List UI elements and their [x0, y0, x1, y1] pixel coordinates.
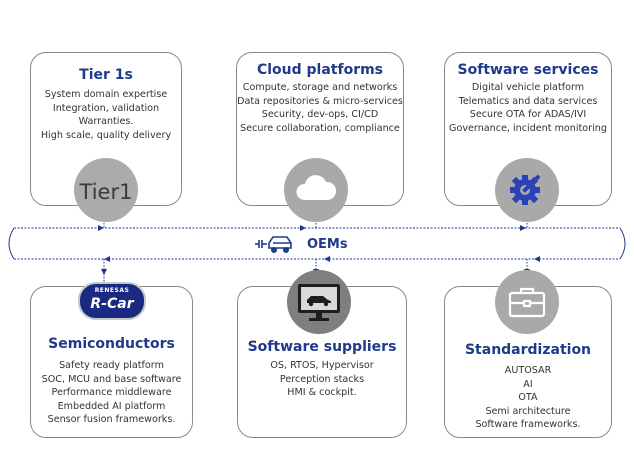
briefcase-icon: [508, 287, 546, 318]
card-lines: Digital vehicle platform Telematics and …: [445, 81, 611, 135]
card-line: HMI & cockpit.: [287, 387, 357, 399]
logo-text-bottom: R-Car: [90, 296, 134, 312]
card-line: Secure collaboration, compliance: [240, 122, 400, 134]
card-line: OS, RTOS, Hypervisor: [270, 360, 374, 371]
card-line: Data repositories & micro-services: [237, 95, 403, 107]
oem-center: OEMs: [255, 233, 348, 255]
briefcase-icon-disc: [495, 270, 559, 334]
gear-wrench-icon: [510, 174, 541, 205]
card-title: Semiconductors: [48, 336, 175, 352]
monitor-car-icon: [298, 284, 340, 321]
card-line: Perception stacks: [279, 373, 365, 385]
gear-wrench-icon-disc: [495, 158, 559, 222]
card-lines: System domain expertise Integration, val…: [31, 88, 181, 142]
card-line: System domain expertise: [44, 89, 168, 100]
card-line: Governance, incident monitoring: [449, 122, 607, 134]
card-line: Software frameworks.: [475, 419, 581, 431]
electric-car-plug-icon: [255, 236, 292, 254]
card-title: Cloud platforms: [256, 62, 384, 78]
card-line: AI: [523, 378, 533, 390]
card-title: Standardization: [464, 342, 592, 358]
card-line: Compute, storage and networks: [242, 82, 398, 93]
renesas-rcar-logo: RENESAS R-Car: [78, 282, 146, 320]
card-line: Embedded AI platform: [57, 400, 166, 412]
card-line: OTA: [518, 392, 538, 404]
card-title: Software services: [457, 62, 599, 78]
card-line: Safety ready platform: [59, 360, 164, 371]
card-software-suppliers: Software suppliers OS, RTOS, Hypervisor …: [237, 286, 407, 438]
card-title: Software suppliers: [247, 339, 397, 355]
card-tier1: Tier 1s System domain expertise Integrat…: [30, 52, 182, 206]
cloud-icon: [296, 175, 337, 200]
card-line: Sensor fusion frameworks.: [47, 414, 176, 426]
tier1-logo-icon: Tier1: [74, 158, 138, 222]
card-line: Warranties.: [78, 116, 134, 128]
card-lines: Compute, storage and networks Data repos…: [237, 81, 403, 135]
tier1-logo-text: Tier1: [79, 180, 133, 204]
card-line: Semi architecture: [485, 405, 571, 417]
card-line: High scale, quality delivery: [40, 129, 172, 141]
card-line: SOC, MCU and base software: [41, 373, 182, 385]
card-line: Integration, validation: [52, 102, 160, 114]
card-semiconductors: Semiconductors Safety ready platform SOC…: [30, 286, 193, 438]
cloud-icon-disc: [284, 158, 348, 222]
oem-label: OEMs: [307, 236, 348, 252]
card-line: AUTOSAR: [504, 365, 552, 376]
card-line: Secure OTA for ADAS/IVI: [469, 109, 587, 121]
card-lines: Safety ready platform SOC, MCU and base …: [31, 359, 192, 427]
logo-text-top: RENESAS: [94, 287, 130, 294]
card-line: Digital vehicle platform: [471, 82, 585, 93]
card-lines: OS, RTOS, Hypervisor Perception stacks H…: [238, 359, 406, 400]
monitor-car-icon-disc: [287, 270, 351, 334]
card-lines: AUTOSAR AI OTA Semi architecture Softwar…: [445, 364, 611, 432]
card-line: Telematics and data services: [458, 95, 598, 107]
card-line: Security, dev-ops, CI/CD: [261, 109, 379, 121]
card-line: Performance middleware: [51, 387, 172, 399]
card-title: Tier 1s: [79, 67, 133, 83]
